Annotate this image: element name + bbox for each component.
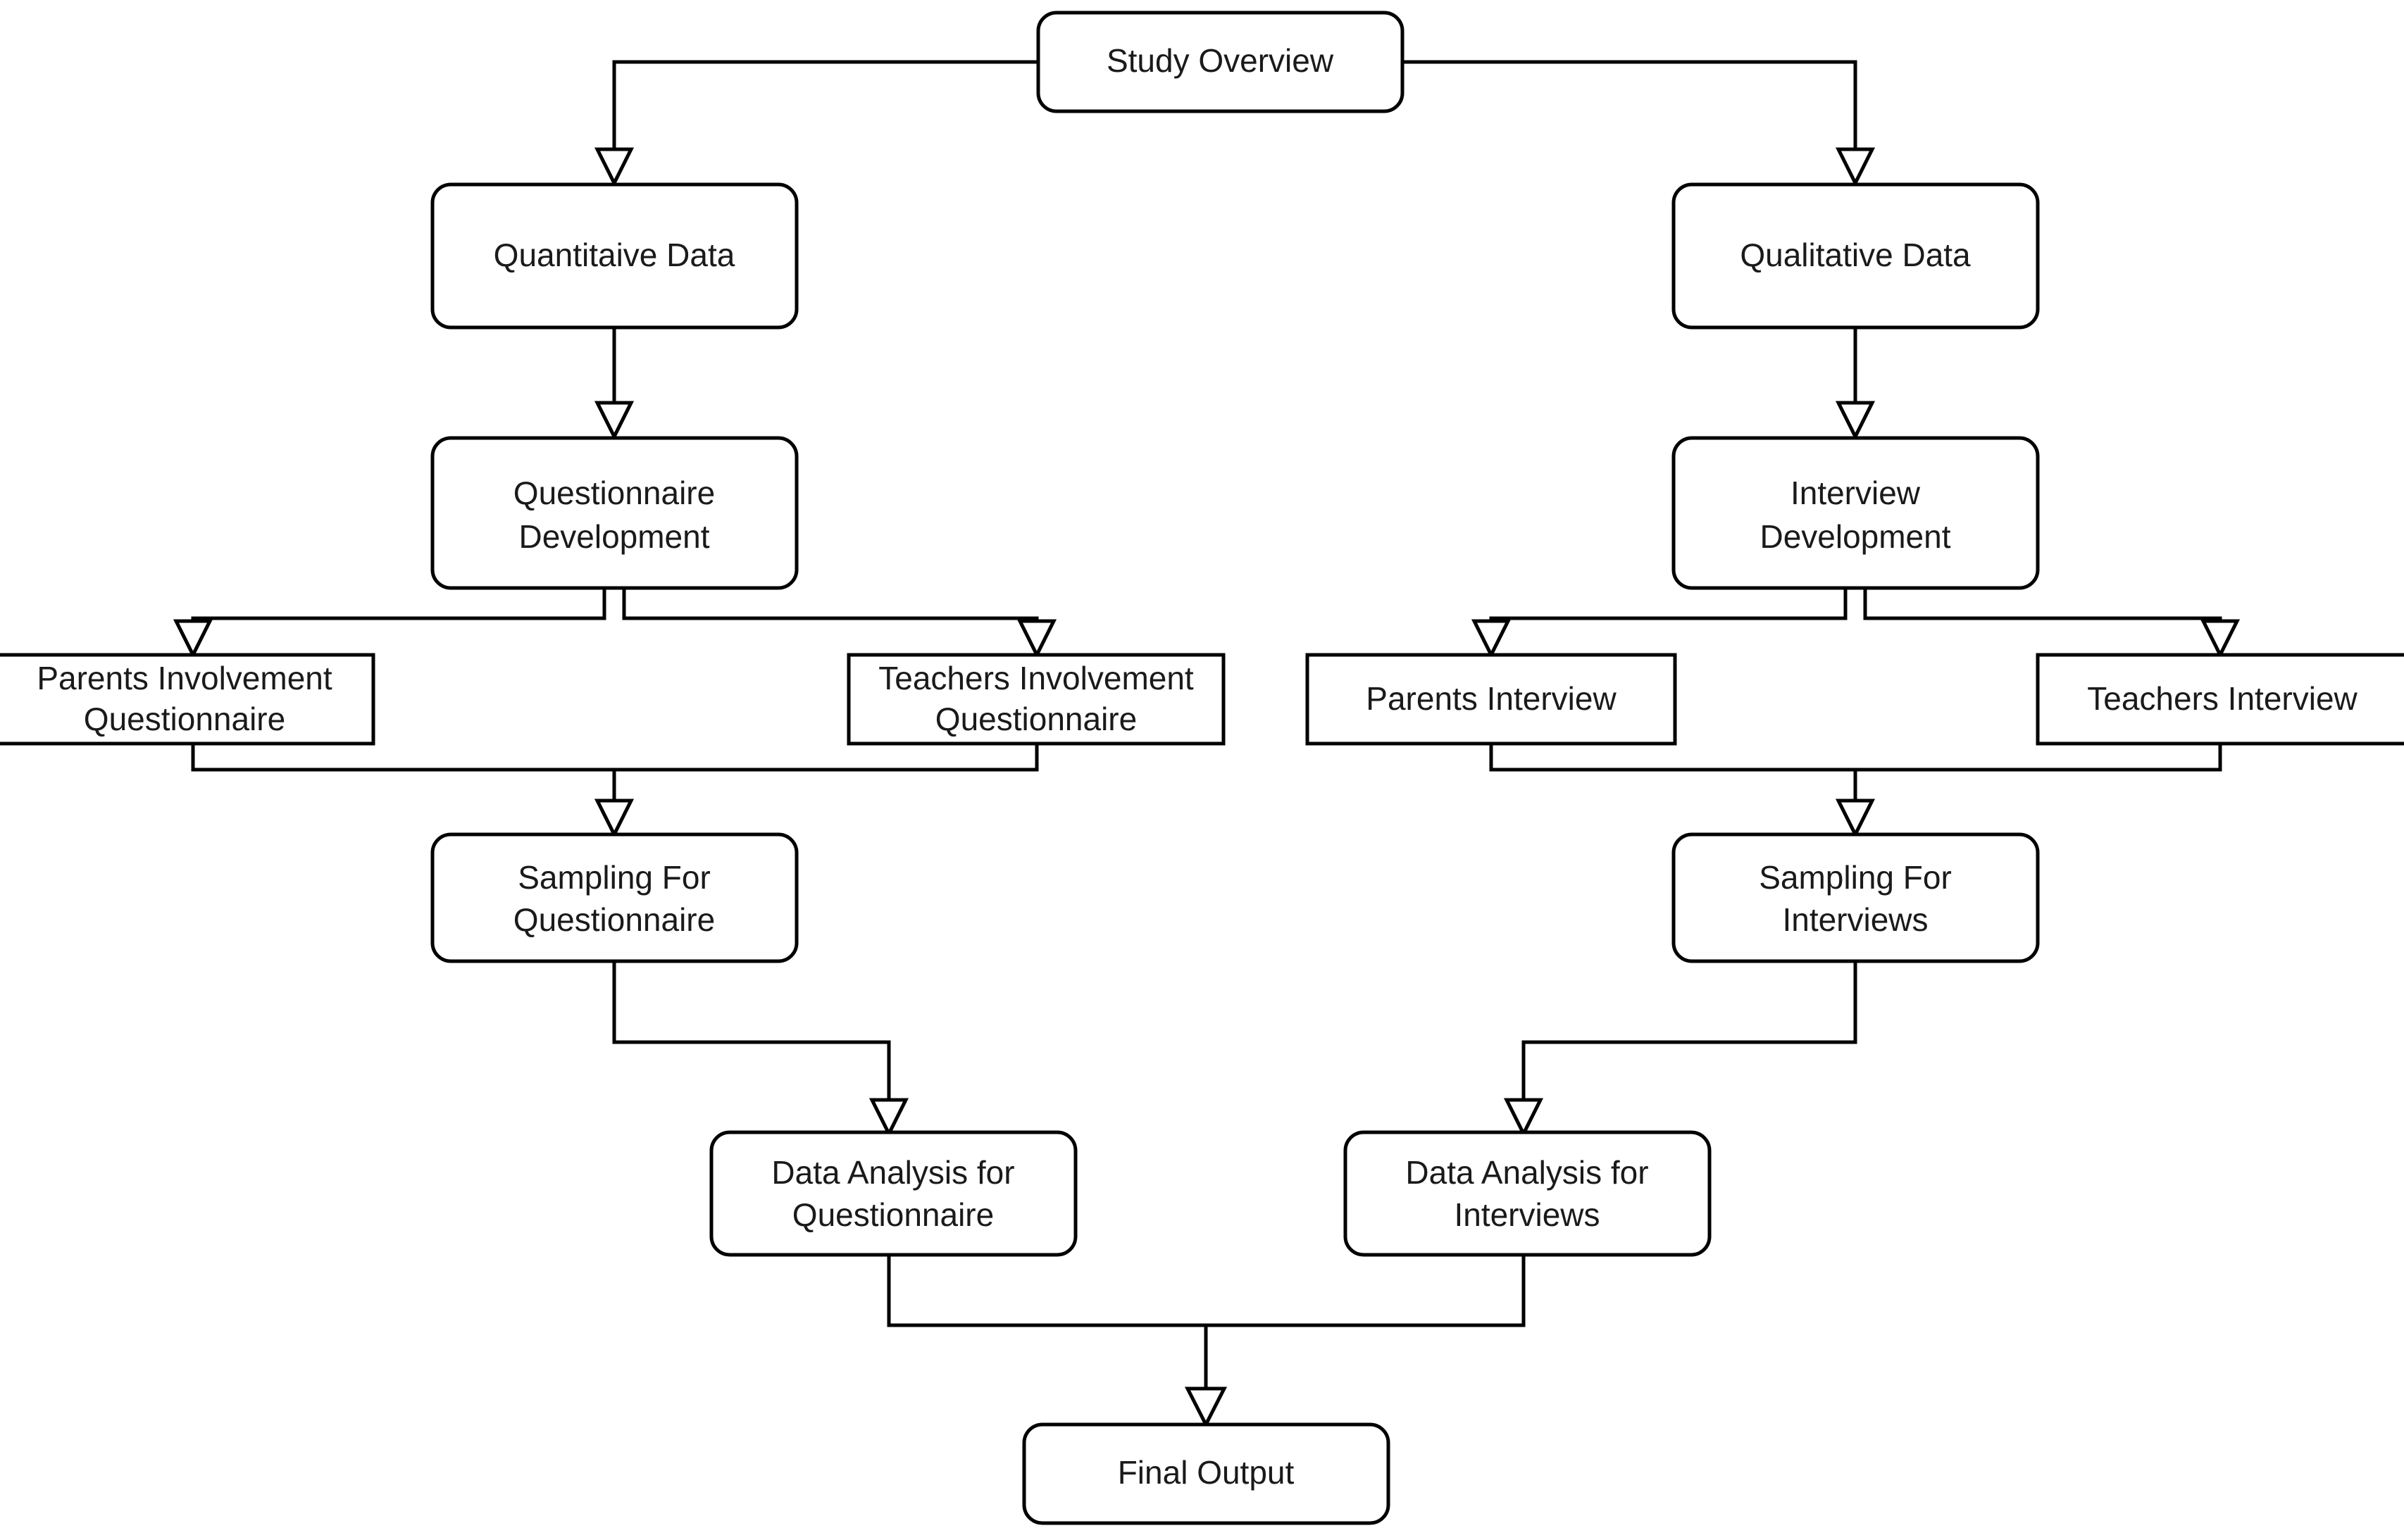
edge-overview-to-qualitative xyxy=(1402,60,1857,151)
node-qualitative-data-shape[interactable] xyxy=(1671,182,2040,330)
arrowhead-merge-to-sampling-questionnaire xyxy=(594,799,635,839)
node-quantitative-data-label: Quantitaive Data xyxy=(494,237,735,273)
arrowhead-merge-to-final-output xyxy=(1184,1386,1228,1429)
node-sampling-for-questionnaire[interactable]: Sampling For Questionnaire xyxy=(430,832,799,963)
node-sampling-for-interviews[interactable]: Sampling For Interviews xyxy=(1671,832,2040,963)
node-parents-interview-shape[interactable] xyxy=(1305,653,1677,746)
arrowhead-overview-to-quantitative xyxy=(594,147,635,187)
node-questionnaire-development-label-line1: Questionnaire xyxy=(513,475,715,511)
node-qualitative-data-label: Qualitative Data xyxy=(1740,237,1971,273)
node-parents-interview[interactable]: Parents Interview xyxy=(1305,653,1677,746)
node-data-analysis-for-interviews[interactable]: Data Analysis for Interviews xyxy=(1343,1130,1712,1257)
arrowhead-questionnaire-dev-to-parents-q xyxy=(173,619,213,659)
node-teachers-involvement-questionnaire[interactable]: Teachers Involvement Questionnaire xyxy=(847,653,1226,746)
node-qualitative-data[interactable]: Qualitative Data xyxy=(1671,182,2040,330)
edge-layer xyxy=(173,60,2241,1429)
arrowhead-questionnaire-dev-to-teachers-q xyxy=(1016,619,1057,659)
node-study-overview-shape[interactable] xyxy=(1036,11,1405,113)
node-sampling-for-interviews-label-line2: Interviews xyxy=(1782,901,1928,938)
node-study-overview[interactable]: Study Overview xyxy=(1036,11,1405,113)
node-interview-development[interactable]: Interview Development xyxy=(1671,436,2040,590)
edge-overview-to-quantitative xyxy=(612,60,1038,151)
node-sampling-for-interviews-shape[interactable] xyxy=(1671,832,2040,963)
node-final-output[interactable]: Final Output xyxy=(1022,1422,1390,1525)
node-data-analysis-for-questionnaire-label-line1: Data Analysis for xyxy=(771,1154,1014,1191)
edge-interview-dev-to-parents-i xyxy=(1489,588,1848,623)
node-teachers-involvement-questionnaire-label-line1: Teachers Involvement xyxy=(878,660,1194,696)
edge-analysis-i-to-final-merge xyxy=(1206,1255,1526,1327)
node-questionnaire-development-shape[interactable] xyxy=(430,436,799,590)
node-data-analysis-for-interviews-label-line2: Interviews xyxy=(1454,1196,1600,1233)
edge-interview-dev-to-teachers-i xyxy=(1863,588,2222,623)
node-quantitative-data[interactable]: Quantitaive Data xyxy=(430,182,799,330)
node-parents-involvement-questionnaire-shape[interactable] xyxy=(0,653,375,746)
node-sampling-for-questionnaire-label-line2: Questionnaire xyxy=(513,901,715,938)
node-teachers-involvement-questionnaire-label-line2: Questionnaire xyxy=(935,701,1137,737)
arrowhead-sampling-i-to-analysis-i xyxy=(1503,1098,1544,1138)
edge-sampling-i-to-analysis-i xyxy=(1521,961,1857,1102)
node-teachers-interview-label: Teachers Interview xyxy=(2087,680,2358,717)
edge-teachers-q-to-merge xyxy=(614,744,1039,772)
node-layer: Study Overview Quantitaive Data Qualitat… xyxy=(0,11,2404,1525)
arrowhead-overview-to-qualitative xyxy=(1835,147,1876,187)
node-sampling-for-interviews-label-line1: Sampling For xyxy=(1759,859,1952,896)
node-quantitative-data-shape[interactable] xyxy=(430,182,799,330)
node-data-analysis-for-interviews-shape[interactable] xyxy=(1343,1130,1712,1257)
arrowhead-qualitative-to-interview-dev xyxy=(1835,401,1876,441)
node-final-output-shape[interactable] xyxy=(1022,1422,1390,1525)
edge-parents-i-to-merge xyxy=(1489,744,1855,772)
edge-questionnaire-dev-to-parents-q xyxy=(191,588,606,623)
node-questionnaire-development-label-line2: Development xyxy=(518,518,709,555)
node-study-overview-label: Study Overview xyxy=(1107,42,1334,79)
edge-teachers-i-to-merge xyxy=(1855,744,2222,772)
node-parents-involvement-questionnaire-label-line1: Parents Involvement xyxy=(37,660,332,696)
arrowhead-interview-dev-to-teachers-i xyxy=(2200,619,2241,659)
node-teachers-interview[interactable]: Teachers Interview xyxy=(2036,653,2404,746)
arrowhead-sampling-q-to-analysis-q xyxy=(868,1098,909,1138)
arrowhead-merge-to-sampling-interviews xyxy=(1835,799,1876,839)
edge-analysis-q-to-final-merge xyxy=(887,1255,1206,1327)
node-teachers-interview-shape[interactable] xyxy=(2036,653,2404,746)
node-sampling-for-questionnaire-shape[interactable] xyxy=(430,832,799,963)
node-interview-development-shape[interactable] xyxy=(1671,436,2040,590)
node-interview-development-label-line1: Interview xyxy=(1790,475,1921,511)
node-data-analysis-for-questionnaire-label-line2: Questionnaire xyxy=(792,1196,994,1233)
edge-questionnaire-dev-to-teachers-q xyxy=(622,588,1039,623)
edge-parents-q-to-merge xyxy=(191,744,614,772)
node-final-output-label: Final Output xyxy=(1118,1454,1295,1491)
node-interview-development-label-line2: Development xyxy=(1760,518,1950,555)
edge-sampling-q-to-analysis-q xyxy=(612,961,891,1102)
node-questionnaire-development[interactable]: Questionnaire Development xyxy=(430,436,799,590)
node-parents-involvement-questionnaire-label-line2: Questionnaire xyxy=(84,701,285,737)
node-data-analysis-for-interviews-label-line1: Data Analysis for xyxy=(1405,1154,1648,1191)
node-sampling-for-questionnaire-label-line1: Sampling For xyxy=(518,859,711,896)
arrowhead-interview-dev-to-parents-i xyxy=(1471,619,1512,659)
node-data-analysis-for-questionnaire[interactable]: Data Analysis for Questionnaire xyxy=(709,1130,1078,1257)
node-parents-interview-label: Parents Interview xyxy=(1366,680,1617,717)
arrowhead-quantitative-to-questionnaire-dev xyxy=(594,401,635,441)
node-teachers-involvement-questionnaire-shape[interactable] xyxy=(847,653,1226,746)
node-data-analysis-for-questionnaire-shape[interactable] xyxy=(709,1130,1078,1257)
node-parents-involvement-questionnaire[interactable]: Parents Involvement Questionnaire xyxy=(0,653,375,746)
